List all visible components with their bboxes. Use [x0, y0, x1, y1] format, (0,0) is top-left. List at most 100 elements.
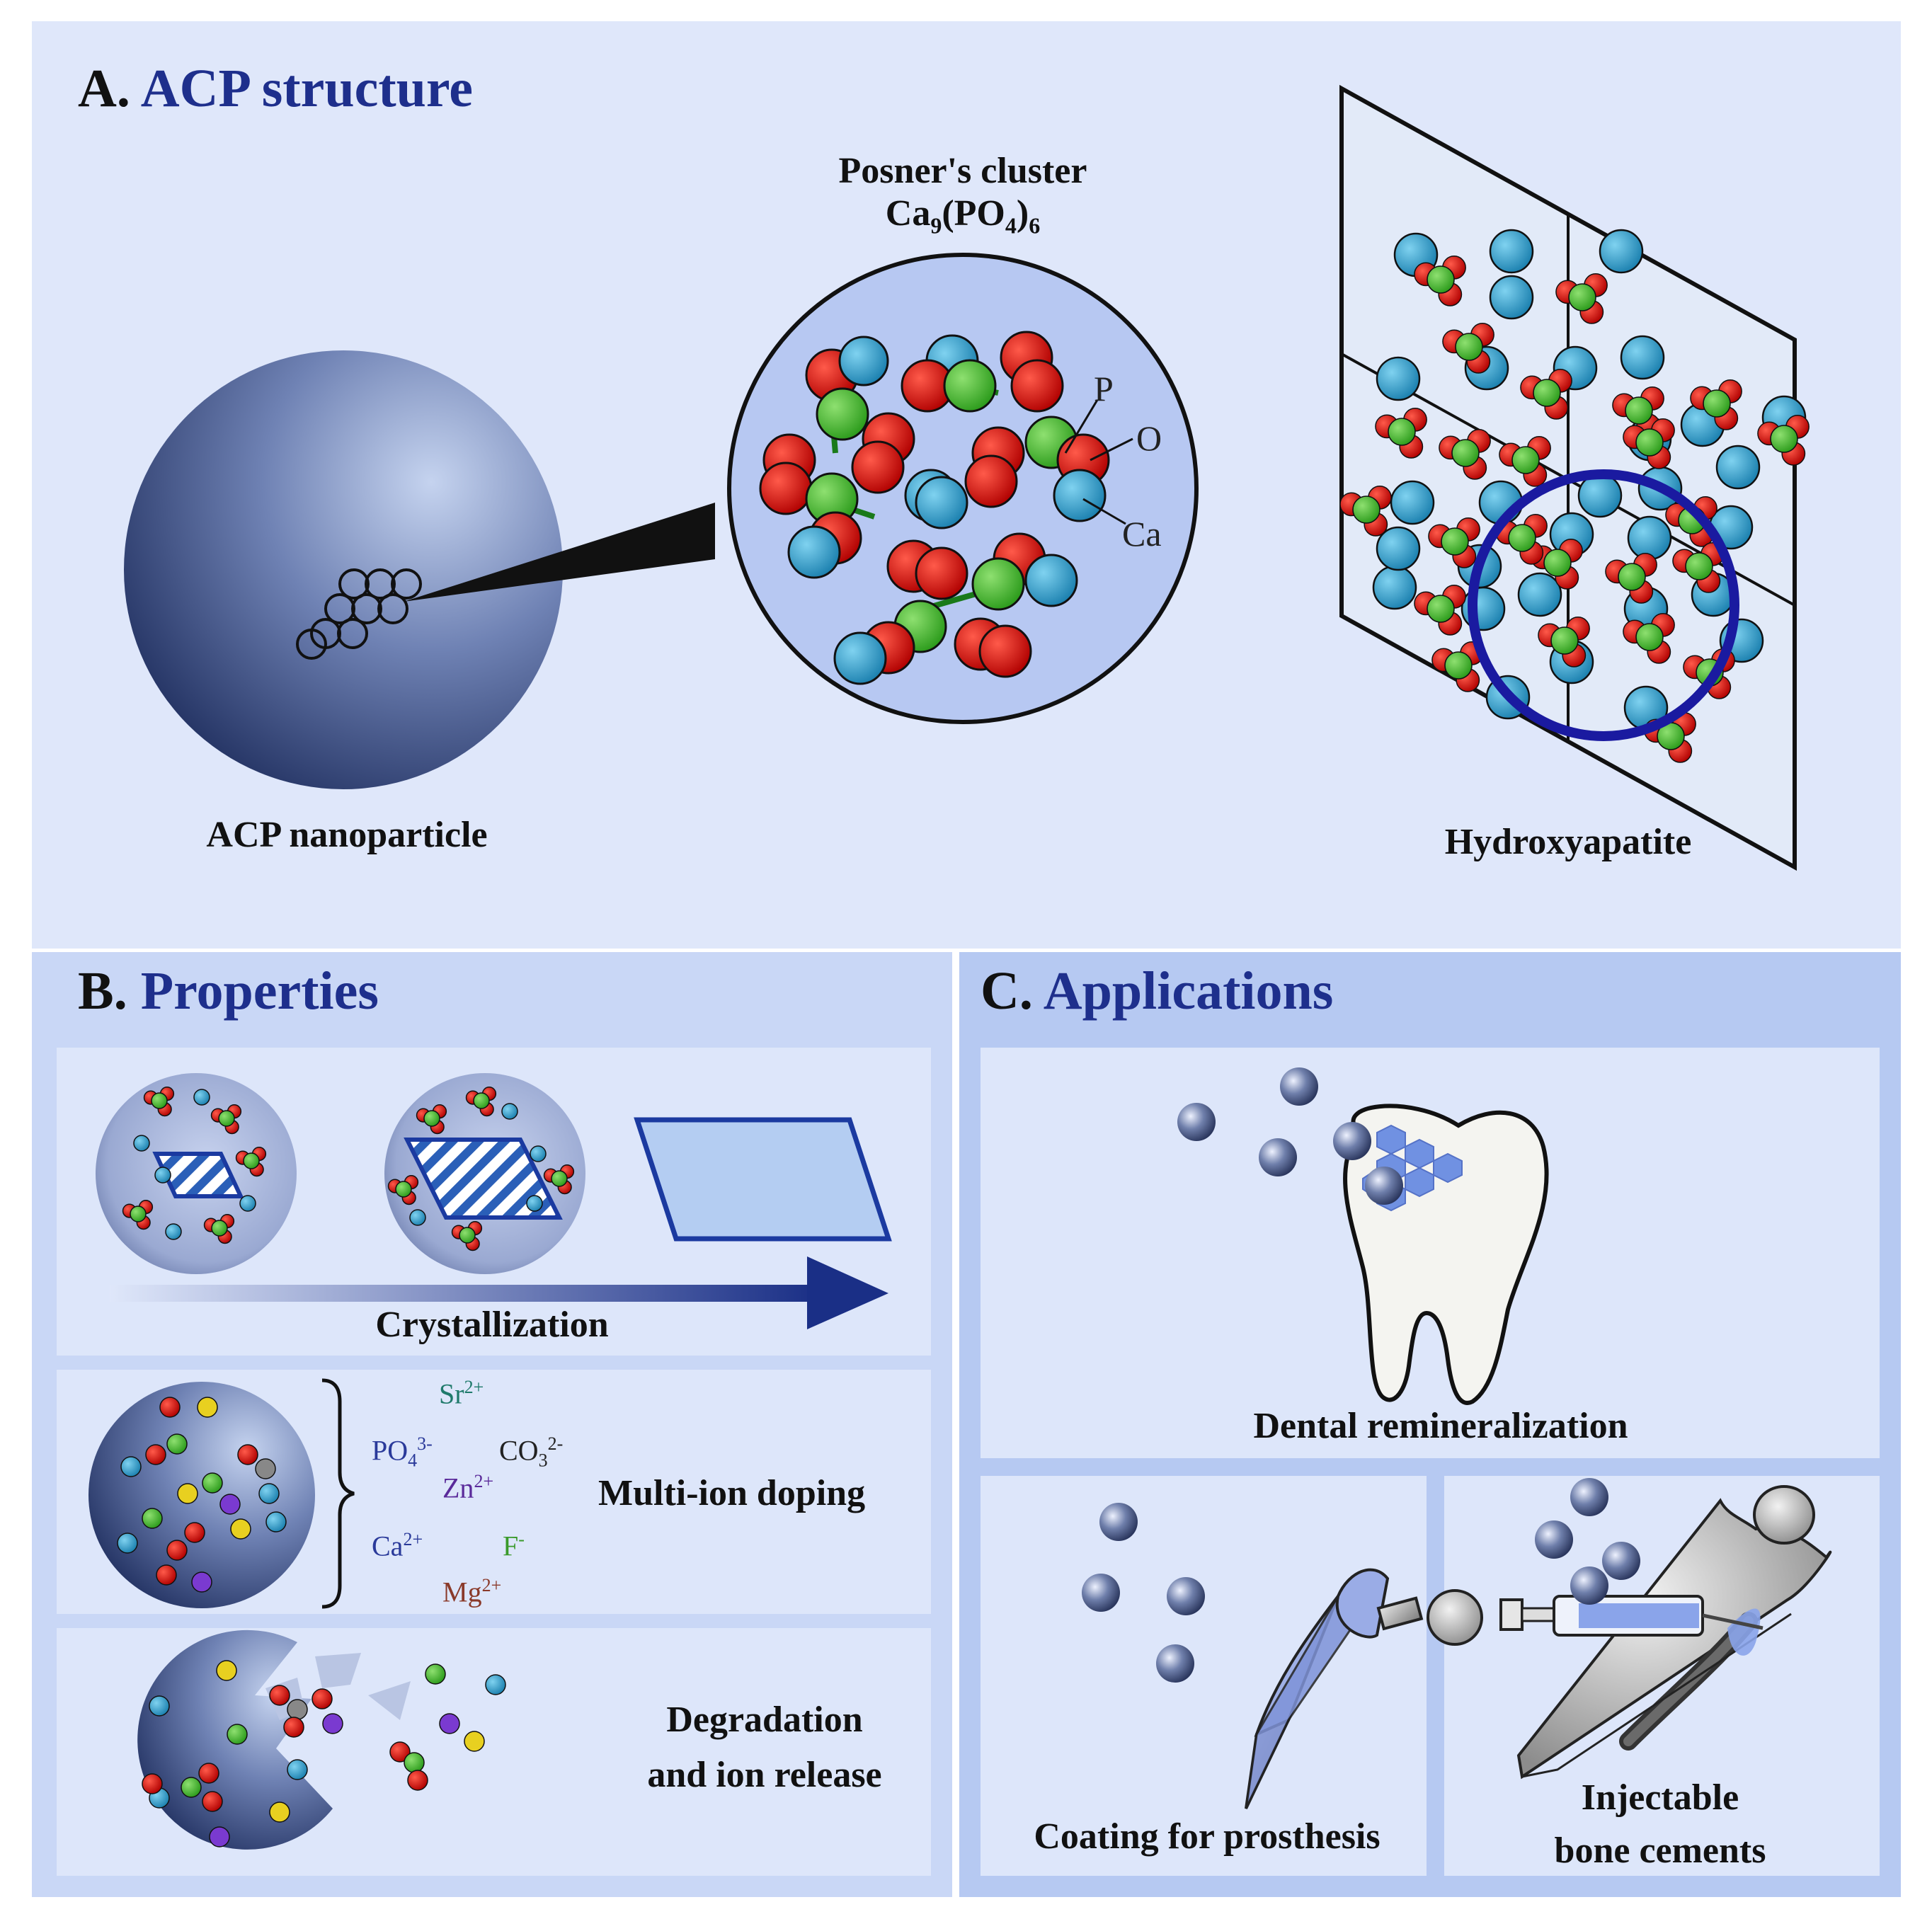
- phosphorus-atom: [459, 1227, 476, 1244]
- phosphorus-atom: [130, 1205, 147, 1222]
- phosphorus-atom: [1388, 418, 1416, 446]
- phosphorus-atom: [1685, 552, 1713, 580]
- phosphorus-atom: [218, 1110, 235, 1127]
- released-ion: [209, 1826, 230, 1848]
- phosphorus-atom: [1444, 651, 1473, 680]
- degradation-label-2: and ion release: [647, 1755, 882, 1795]
- released-ion: [464, 1731, 485, 1752]
- dopant-ion: [258, 1483, 280, 1504]
- dental-beads: [1177, 1067, 1403, 1205]
- hip-prosthesis: [1245, 1568, 1483, 1809]
- coating-beads: [1082, 1503, 1205, 1683]
- panel-b-title: Properties: [140, 961, 379, 1021]
- ion-po4-charge: 3-: [417, 1433, 433, 1454]
- released-ions: [142, 1660, 506, 1848]
- phosphorus-atom: [1635, 623, 1664, 651]
- ion-po4-sub: 4: [408, 1450, 418, 1471]
- dopant-ion: [255, 1458, 276, 1479]
- formula-po-sub: 4: [1005, 212, 1017, 239]
- ion-ca: Ca2+: [372, 1529, 423, 1562]
- hydroxyapatite-atoms: [1339, 229, 1810, 763]
- dental-label: Dental remineralization: [1253, 1406, 1628, 1446]
- zoom-cone: [404, 503, 715, 602]
- calcium-atom: [1489, 229, 1534, 274]
- released-ion: [202, 1791, 223, 1812]
- phosphorus-atom: [1635, 428, 1664, 457]
- atom-label-ca: Ca: [1122, 514, 1162, 554]
- femur-bone: [1516, 1485, 1832, 1780]
- phosphorus-atom: [1427, 265, 1455, 294]
- released-ion: [425, 1663, 446, 1685]
- phosphorus-atom: [473, 1092, 490, 1109]
- dopant-ion: [265, 1511, 287, 1533]
- phosphorus-atom: [1770, 425, 1798, 453]
- posner-formula: Ca9(PO4)6: [886, 193, 1040, 239]
- calcium-atom: [1517, 572, 1562, 617]
- dopant-ion: [219, 1494, 241, 1515]
- crystallization-label: Crystallization: [375, 1305, 609, 1345]
- dopant-ion: [197, 1397, 218, 1418]
- panel-b-letter: B.: [78, 961, 127, 1021]
- ion-ca-base: Ca: [372, 1530, 404, 1562]
- released-ion: [283, 1717, 304, 1738]
- acp-nanoparticle-sphere: [124, 350, 563, 789]
- phosphorus-atom: [423, 1110, 440, 1127]
- calcium-atom: [1620, 335, 1665, 380]
- ion-f-base: F: [503, 1530, 519, 1562]
- released-ion: [485, 1674, 506, 1695]
- formula-po: (PO: [942, 193, 1005, 234]
- phosphorus-atom: [1625, 396, 1653, 425]
- cluster-outline: [296, 568, 422, 660]
- released-ion: [322, 1713, 343, 1734]
- calcium-atom: [1489, 275, 1534, 320]
- phosphorus-atom: [1427, 595, 1455, 623]
- cement-label-2: bone cements: [1554, 1831, 1766, 1871]
- calcium-atom: [165, 1223, 182, 1240]
- formula-ca: Ca: [885, 193, 931, 234]
- dopant-ion: [237, 1444, 258, 1465]
- calcium-atom: [154, 1167, 171, 1184]
- phosphorus-atom: [1511, 446, 1540, 474]
- released-ion: [287, 1759, 308, 1780]
- doped-particle: [88, 1382, 315, 1608]
- dopant-ion: [230, 1518, 251, 1540]
- phosphorus-atom: [395, 1181, 412, 1198]
- atom-leader-lines: [1064, 399, 1133, 525]
- degradation-label-1: Degradation: [666, 1700, 863, 1740]
- ion-sr-base: Sr: [439, 1377, 464, 1410]
- released-ion: [404, 1752, 425, 1773]
- phosphorus-atom: [211, 1220, 228, 1237]
- dopant-ion: [142, 1508, 163, 1529]
- released-ion: [311, 1688, 333, 1709]
- released-ion: [216, 1660, 237, 1681]
- crystal-seed-small: [152, 1152, 244, 1198]
- calcium-atom: [239, 1195, 256, 1212]
- crystal-seed-large: [404, 1138, 563, 1220]
- ion-f: F-: [503, 1529, 525, 1562]
- released-ion: [439, 1713, 460, 1734]
- atom-label-o: O: [1136, 418, 1162, 458]
- dopant-ion: [120, 1456, 142, 1477]
- panel-a-letter: A.: [78, 59, 130, 118]
- cement-label-1: Injectable: [1581, 1777, 1739, 1818]
- phosphorus-atom: [1550, 626, 1579, 655]
- released-ion: [407, 1770, 428, 1791]
- panel-c-heading: C. Applications: [981, 961, 1333, 1022]
- doping-brace: [321, 1378, 355, 1609]
- formula-close: ): [1016, 193, 1029, 234]
- tooth: [1343, 1104, 1549, 1405]
- phosphorus-atom: [1441, 527, 1469, 556]
- formula-tail-sub: 6: [1029, 212, 1041, 239]
- released-ion: [269, 1685, 290, 1706]
- ion-co3-sub: 3: [538, 1450, 548, 1471]
- ion-f-charge: -: [518, 1529, 525, 1549]
- phosphorus-atom: [151, 1092, 168, 1109]
- ion-po4: PO43-: [372, 1433, 433, 1471]
- calcium-atom: [1376, 526, 1421, 571]
- doping-label: Multi-ion doping: [598, 1473, 866, 1513]
- ion-zn: Zn2+: [442, 1471, 493, 1504]
- released-ion: [198, 1763, 219, 1784]
- coating-box: [981, 1476, 1427, 1876]
- released-ion: [287, 1699, 308, 1720]
